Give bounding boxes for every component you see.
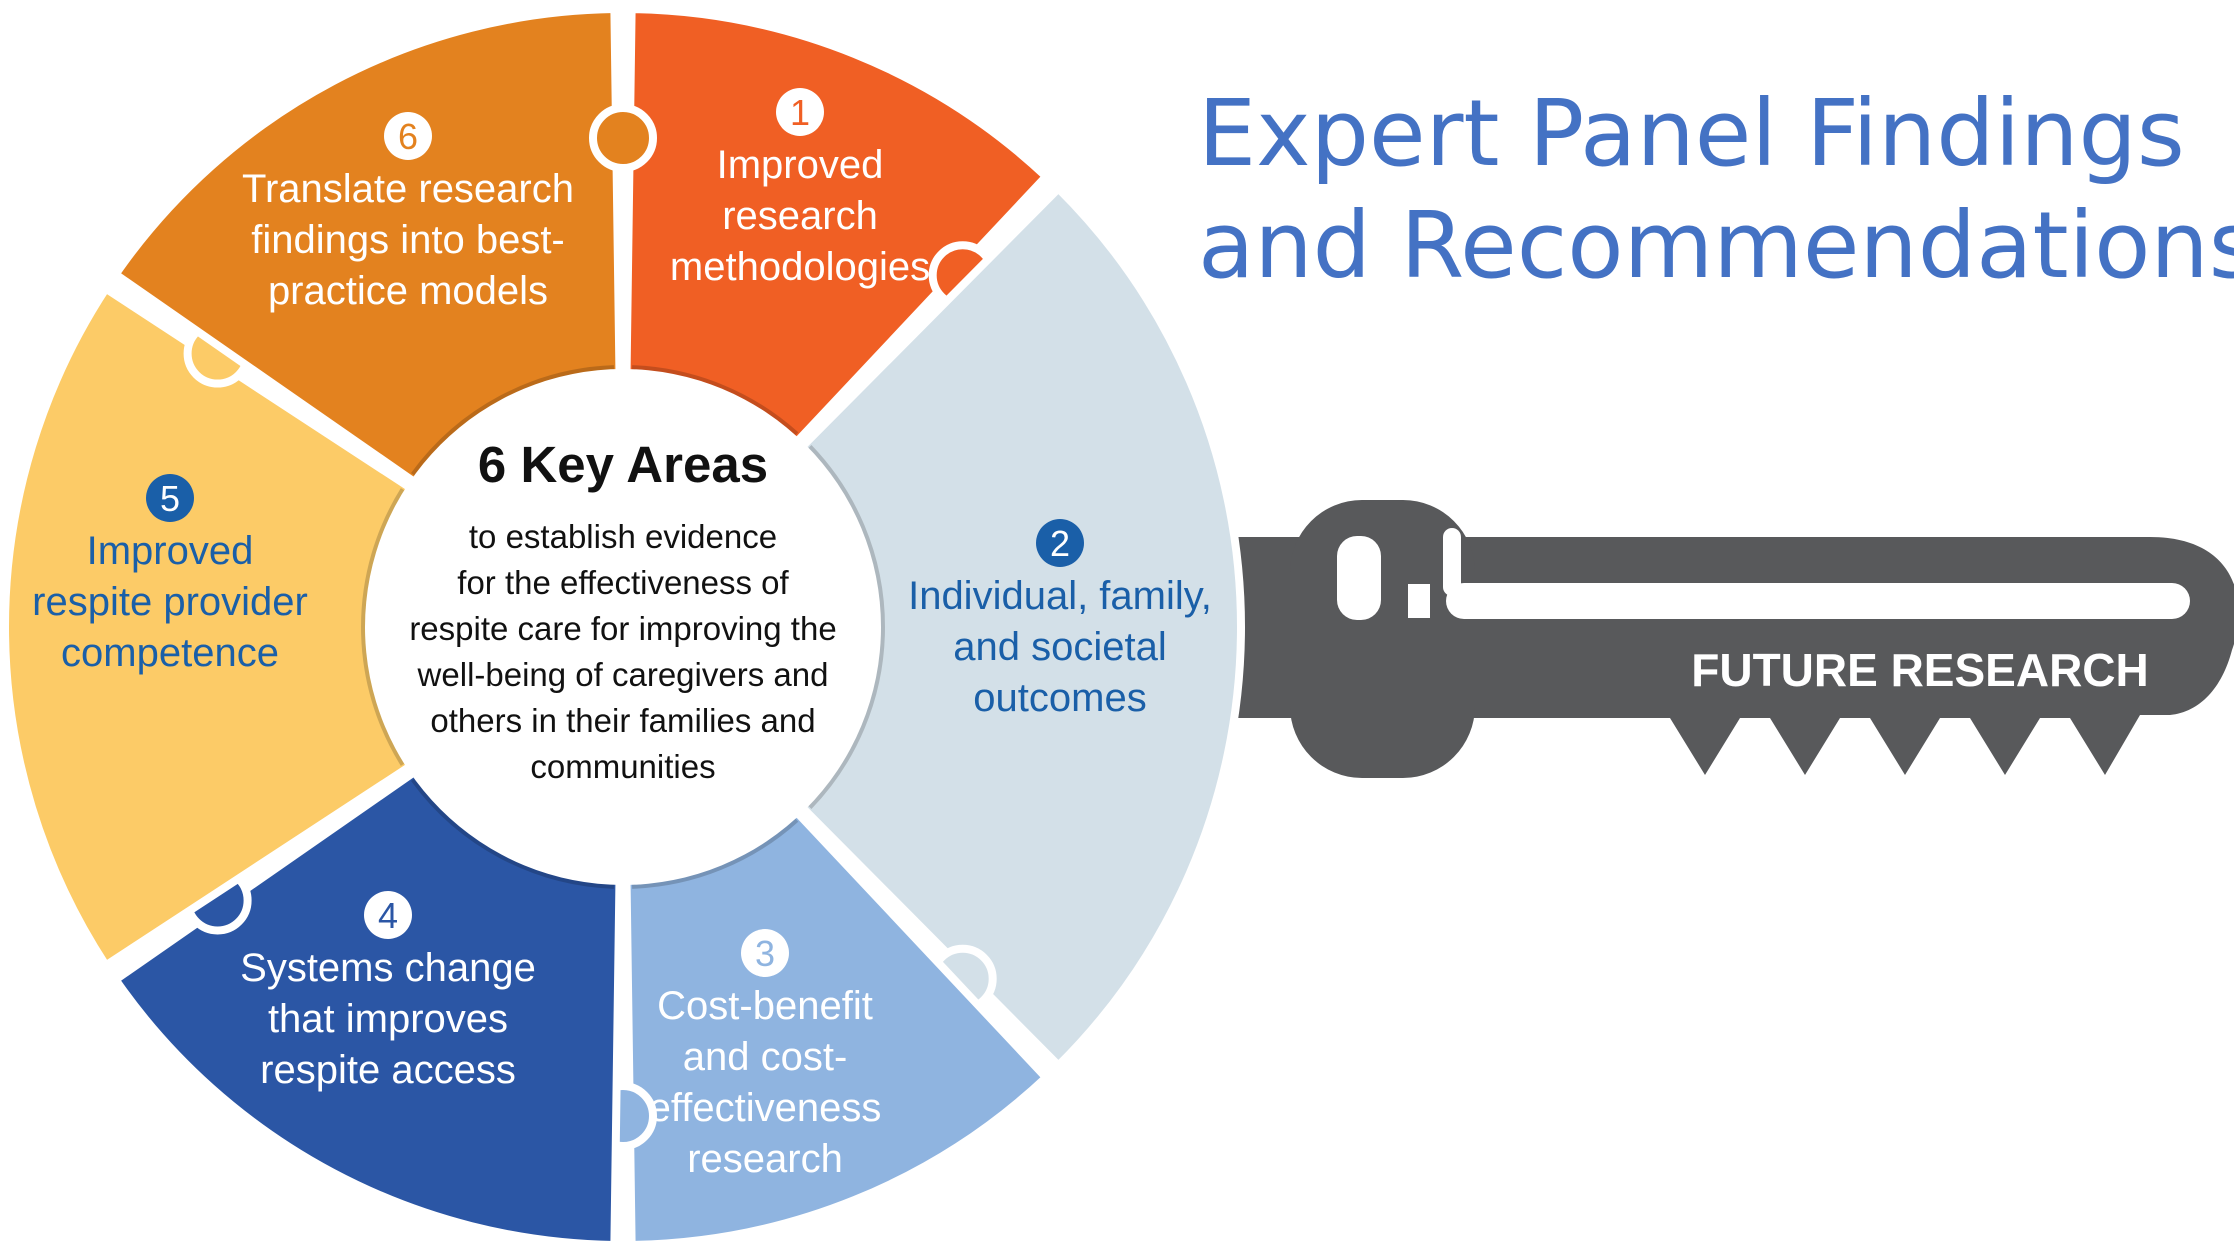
segment-5-text-line: respite provider	[32, 580, 308, 624]
segment-2-text-line: and societal	[953, 625, 1166, 669]
segment-4-text-line: Systems change	[240, 946, 536, 990]
segment-2-text-line: Individual, family,	[908, 574, 1212, 618]
segment-4-number: 4	[378, 895, 398, 936]
key-pin	[1443, 528, 1461, 596]
segment-2-number: 2	[1050, 523, 1070, 564]
segment-5-text-line: competence	[61, 631, 279, 675]
key-square-notch	[1408, 584, 1430, 618]
segment-1-number-badge	[776, 88, 824, 136]
center-circle	[365, 369, 881, 885]
segment-3-text-line: Cost-benefit	[657, 984, 873, 1028]
segment-5-number: 5	[160, 478, 180, 519]
segment-6-text-line: findings into best-	[251, 218, 565, 262]
center-description: to establish evidence for the effectivene…	[409, 518, 836, 785]
segment-6-text-line: Translate research	[242, 167, 574, 211]
center-heading: 6 Key Areas	[478, 436, 768, 493]
segment-2-number-badge	[1036, 519, 1084, 567]
segment-4-number-badge	[364, 891, 412, 939]
key-bow	[1290, 500, 1475, 778]
segment-1-text-line: methodologies	[670, 245, 930, 289]
segment-1-number: 1	[790, 92, 810, 133]
segment-6-puzzle-knob	[589, 104, 657, 172]
page-title: Expert Panel Findings and Recommendation…	[1198, 78, 2234, 302]
segment-3-text-line: research	[687, 1137, 843, 1181]
center-description-line: communities	[530, 748, 715, 785]
segment-6-number: 6	[398, 116, 418, 157]
page-title-line-2: and Recommendations	[1198, 192, 2234, 299]
page-title-line-1: Expert Panel Findings	[1198, 80, 2185, 187]
segment-3-text-line: effectiveness	[649, 1086, 882, 1130]
center-description-line: respite care for improving the	[409, 610, 836, 647]
segment-3-text-line: and cost-	[683, 1035, 848, 1079]
center-description-line: for the effectiveness of	[457, 564, 789, 601]
segment-3-number-badge	[741, 929, 789, 977]
center-description-line: others in their families and	[430, 702, 815, 739]
center-description-line: to establish evidence	[469, 518, 777, 555]
key-bow-slot	[1337, 536, 1381, 620]
segment-4-text-line: respite access	[260, 1048, 516, 1092]
segment-6-text-line: practice models	[268, 269, 548, 313]
segment-1-text-line: Improved	[717, 143, 884, 187]
key-label: FUTURE RESEARCH	[1691, 644, 2148, 696]
segment-3-number: 3	[755, 933, 775, 974]
center-description-line: well-being of caregivers and	[417, 656, 829, 693]
segment-5-text-line: Improved	[87, 529, 254, 573]
segment-2-text-line: outcomes	[973, 676, 1146, 720]
key-graphic: FUTURE RESEARCH	[1230, 500, 2234, 778]
segment-4-text-line: that improves	[268, 997, 508, 1041]
segment-6-number-badge	[384, 112, 432, 160]
key-groove	[1446, 583, 2190, 619]
segment-1-text-line: research	[722, 194, 878, 238]
segment-5-number-badge	[146, 474, 194, 522]
